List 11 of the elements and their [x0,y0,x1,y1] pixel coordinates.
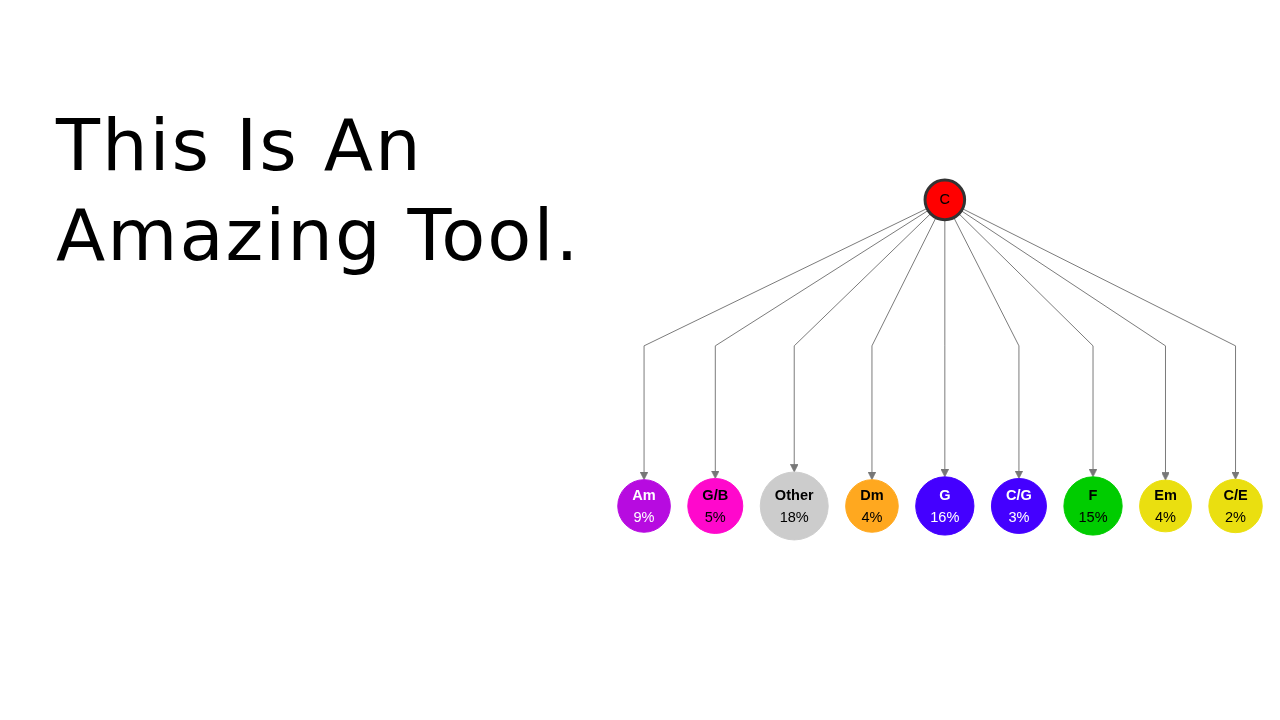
node-circle: Em 4% [1139,479,1192,533]
node-circle: F 15% [1063,476,1123,536]
title: This Is An Amazing Tool. [56,102,582,279]
node-circle: G 16% [915,476,975,536]
node-circle: C/G 3% [990,478,1047,534]
node-circle: Other 18% [759,471,829,541]
node-circle: C/E 2% [1208,478,1263,534]
node-circle: C [923,178,967,222]
node-circle: Am 9% [617,479,671,533]
node-circle: Dm 4% [845,479,899,533]
node-circle: G/B 5% [687,478,744,534]
